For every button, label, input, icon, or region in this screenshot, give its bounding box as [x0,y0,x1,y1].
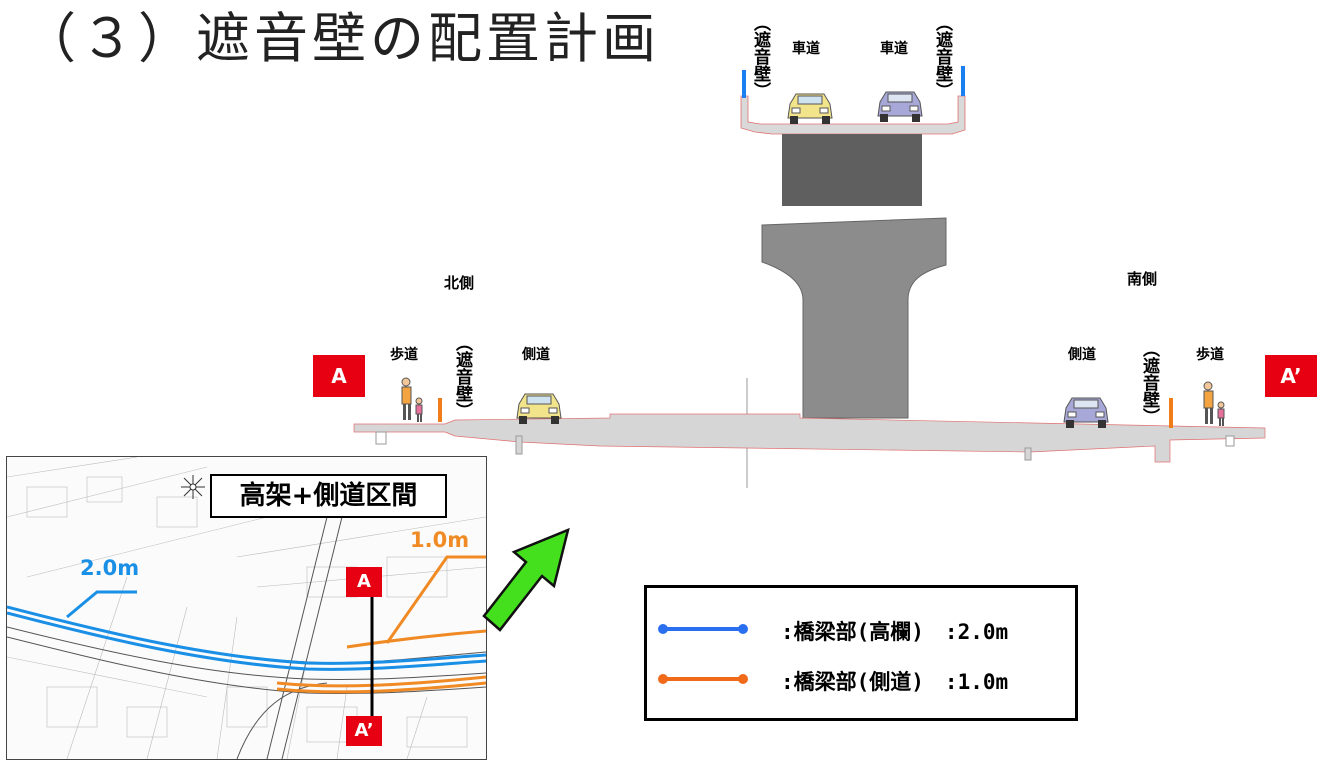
legend: :橋梁部(高欄) :2.0m :橋梁部(側道) :1.0m [644,585,1078,721]
legend-text-2: :橋梁部(側道) :1.0m [781,670,1009,694]
upper-wall-right [961,66,965,96]
north-heading: 北側 [444,274,475,292]
pedestrian-icon [401,377,423,422]
legend-line-orange [658,674,748,684]
south-wall-bar [1169,398,1173,428]
north-sidewalk-label: 歩道 [390,347,418,363]
car-icon [1063,397,1109,428]
upper-wall-left-label: （遮音壁） [750,14,770,99]
car-icon [787,93,833,124]
car-icon [877,91,923,122]
map-blue-line [7,605,486,665]
map-drawing [7,457,486,759]
south-heading: 南側 [1127,270,1158,288]
map-blue-label: 2.0m [80,556,140,580]
map-title: 高架+側道区間 [210,474,447,518]
legend-text-1: :橋梁部(高欄) :2.0m [781,620,1009,644]
map-orange-label: 1.0m [410,528,470,552]
map-marker-a-prime: A’ [346,716,382,746]
section-marker-a: A [313,355,365,397]
north-wall-bar [438,398,442,422]
north-side-road-label: 側道 [522,347,550,363]
upper-wall-left [742,70,746,98]
legend-item-side-road: :橋梁部(側道) :1.0m [647,666,1075,696]
legend-line-blue [658,624,748,634]
compass-icon [181,475,205,499]
upper-roadway-right-label: 車道 [880,41,908,57]
south-sidewalk-label: 歩道 [1196,347,1224,363]
upper-girder [782,134,922,206]
car-icon [516,393,562,424]
south-side-road-label: 側道 [1068,347,1096,363]
pier [761,217,947,419]
map-orange-line [346,629,486,649]
south-wall-label: （遮音壁） [1139,340,1159,425]
north-wall-label: （遮音壁） [452,334,472,419]
upper-deck [740,95,966,135]
map-marker-a: A [346,567,382,597]
upper-wall-right-label: （遮音壁） [932,14,952,99]
arrow-icon [482,527,570,632]
pedestrian-icon [1203,381,1225,426]
section-marker-a-prime: A’ [1265,355,1317,397]
upper-roadway-left-label: 車道 [792,41,820,57]
page-title: （３）遮音壁の配置計画 [22,7,660,70]
legend-item-bridge-railing: :橋梁部(高欄) :2.0m [647,616,1075,646]
ground-left [353,413,1266,463]
